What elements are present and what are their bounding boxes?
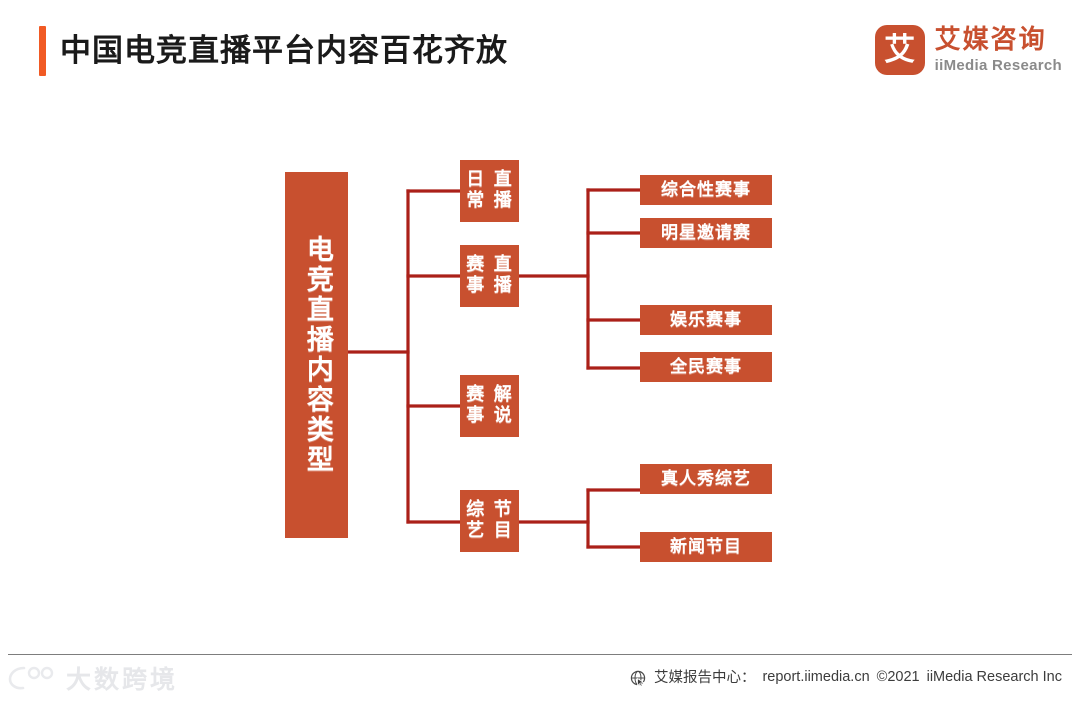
tree-node-event-commentary[interactable]: 赛事 解说 <box>460 375 519 437</box>
node-label: 综艺 <box>466 499 486 541</box>
slide-header: 中国电竞直播平台内容百花齐放 艾 艾媒咨询 iiMedia Research <box>0 0 1080 112</box>
brand-logo: 艾 艾媒咨询 iiMedia Research <box>874 22 1062 78</box>
brand-name-cn: 艾媒咨询 <box>934 25 1047 55</box>
page-title: 中国电竞直播平台内容百花齐放 <box>60 33 508 69</box>
node-label: 赛事 <box>466 254 486 296</box>
node-label: 赛事 <box>466 384 486 426</box>
tree-diagram: 电竞直播内容类型 日常 直播 赛事 直播 赛事 解说 综艺 节目 综合性赛事 明… <box>0 112 1080 632</box>
tree-connectors <box>346 188 642 549</box>
node-label: 解说 <box>493 384 513 426</box>
node-label: 直播 <box>493 169 513 211</box>
tree-node-entertainment-tournament[interactable]: 娱乐赛事 <box>640 305 772 335</box>
tree-node-news-program[interactable]: 新闻节目 <box>640 532 772 562</box>
title-accent-bar <box>39 26 46 76</box>
globe-cursor-icon <box>630 670 647 688</box>
iimedia-logo-icon: 艾 <box>874 25 925 75</box>
tree-node-root[interactable]: 电竞直播内容类型 <box>285 172 348 538</box>
footer-copyright: ©2021 <box>876 668 920 685</box>
tree-node-event-live[interactable]: 赛事 直播 <box>460 245 519 307</box>
tree-node-variety-show[interactable]: 综艺 节目 <box>460 490 519 552</box>
footer-url[interactable]: report.iimedia.cn <box>762 668 870 685</box>
watermark-logo-icon <box>8 665 60 691</box>
footer-source: 艾媒报告中心： report.iimedia.cn ©2021 iiMedia … <box>630 666 1062 688</box>
node-label: 直播 <box>493 254 513 296</box>
node-label: 日常 <box>466 169 486 211</box>
tree-node-daily-live[interactable]: 日常 直播 <box>460 160 519 222</box>
node-label: 节目 <box>493 499 513 541</box>
tree-node-celebrity-invitational[interactable]: 明星邀请赛 <box>640 218 772 248</box>
brand-name-en: iiMedia Research <box>934 57 1062 74</box>
footer-company: iiMedia Research Inc <box>926 668 1062 685</box>
watermark-text: 大数跨境 <box>66 665 179 694</box>
tree-node-comprehensive-tournament[interactable]: 综合性赛事 <box>640 175 772 205</box>
tree-node-reality-variety[interactable]: 真人秀综艺 <box>640 464 772 494</box>
tree-node-public-tournament[interactable]: 全民赛事 <box>640 352 772 382</box>
watermark: 大数跨境 <box>8 660 178 696</box>
footer-divider <box>8 654 1072 655</box>
slide-footer: 艾媒报告中心： report.iimedia.cn ©2021 iiMedia … <box>0 632 1080 702</box>
footer-source-label: 艾媒报告中心： <box>653 670 756 686</box>
brand-text: 艾媒咨询 iiMedia Research <box>935 27 1062 73</box>
